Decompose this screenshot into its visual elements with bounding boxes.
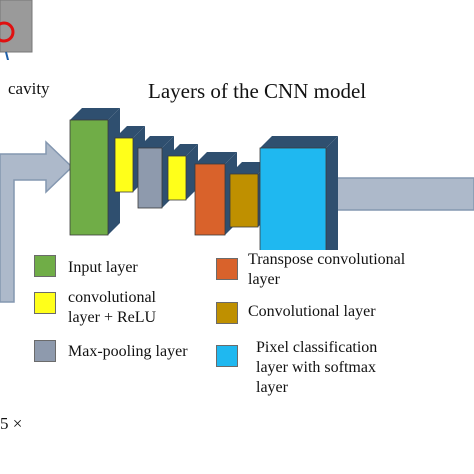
legend-label-transpose: Transpose convolutional layer [248,251,406,288]
outgoing-arrow [332,177,474,211]
legend-label-maxpool: Max-pooling layer [68,343,188,360]
legend-label-conv-relu: convolutional layer + ReLU [68,289,157,326]
legend-label-conv: Convolutional layer [248,303,376,320]
legend-swatch-transpose [216,258,238,280]
incoming-arrow [0,140,74,303]
cavity-label: cavity [8,79,50,98]
legend-swatch-pixel [216,345,238,367]
legend-label-input: Input layer [68,259,138,276]
pixel-classification-block [259,136,338,250]
legend-swatch-input [34,255,56,277]
layer-blocks [69,108,338,250]
legend-swatch-conv-relu [34,292,56,314]
cavity-image-thumbnail [0,0,33,60]
legend-label-pixel: Pixel classification layer with softmax … [256,339,378,396]
conv-block-2 [167,144,198,201]
input-layer-block [69,108,120,236]
bottom-left-fragment: 5 × [0,414,23,433]
legend-swatch-maxpool [34,340,56,362]
conv-block-1 [114,126,145,193]
diagram-title: Layers of the CNN model [148,79,367,103]
legend-swatch-conv [216,302,238,324]
